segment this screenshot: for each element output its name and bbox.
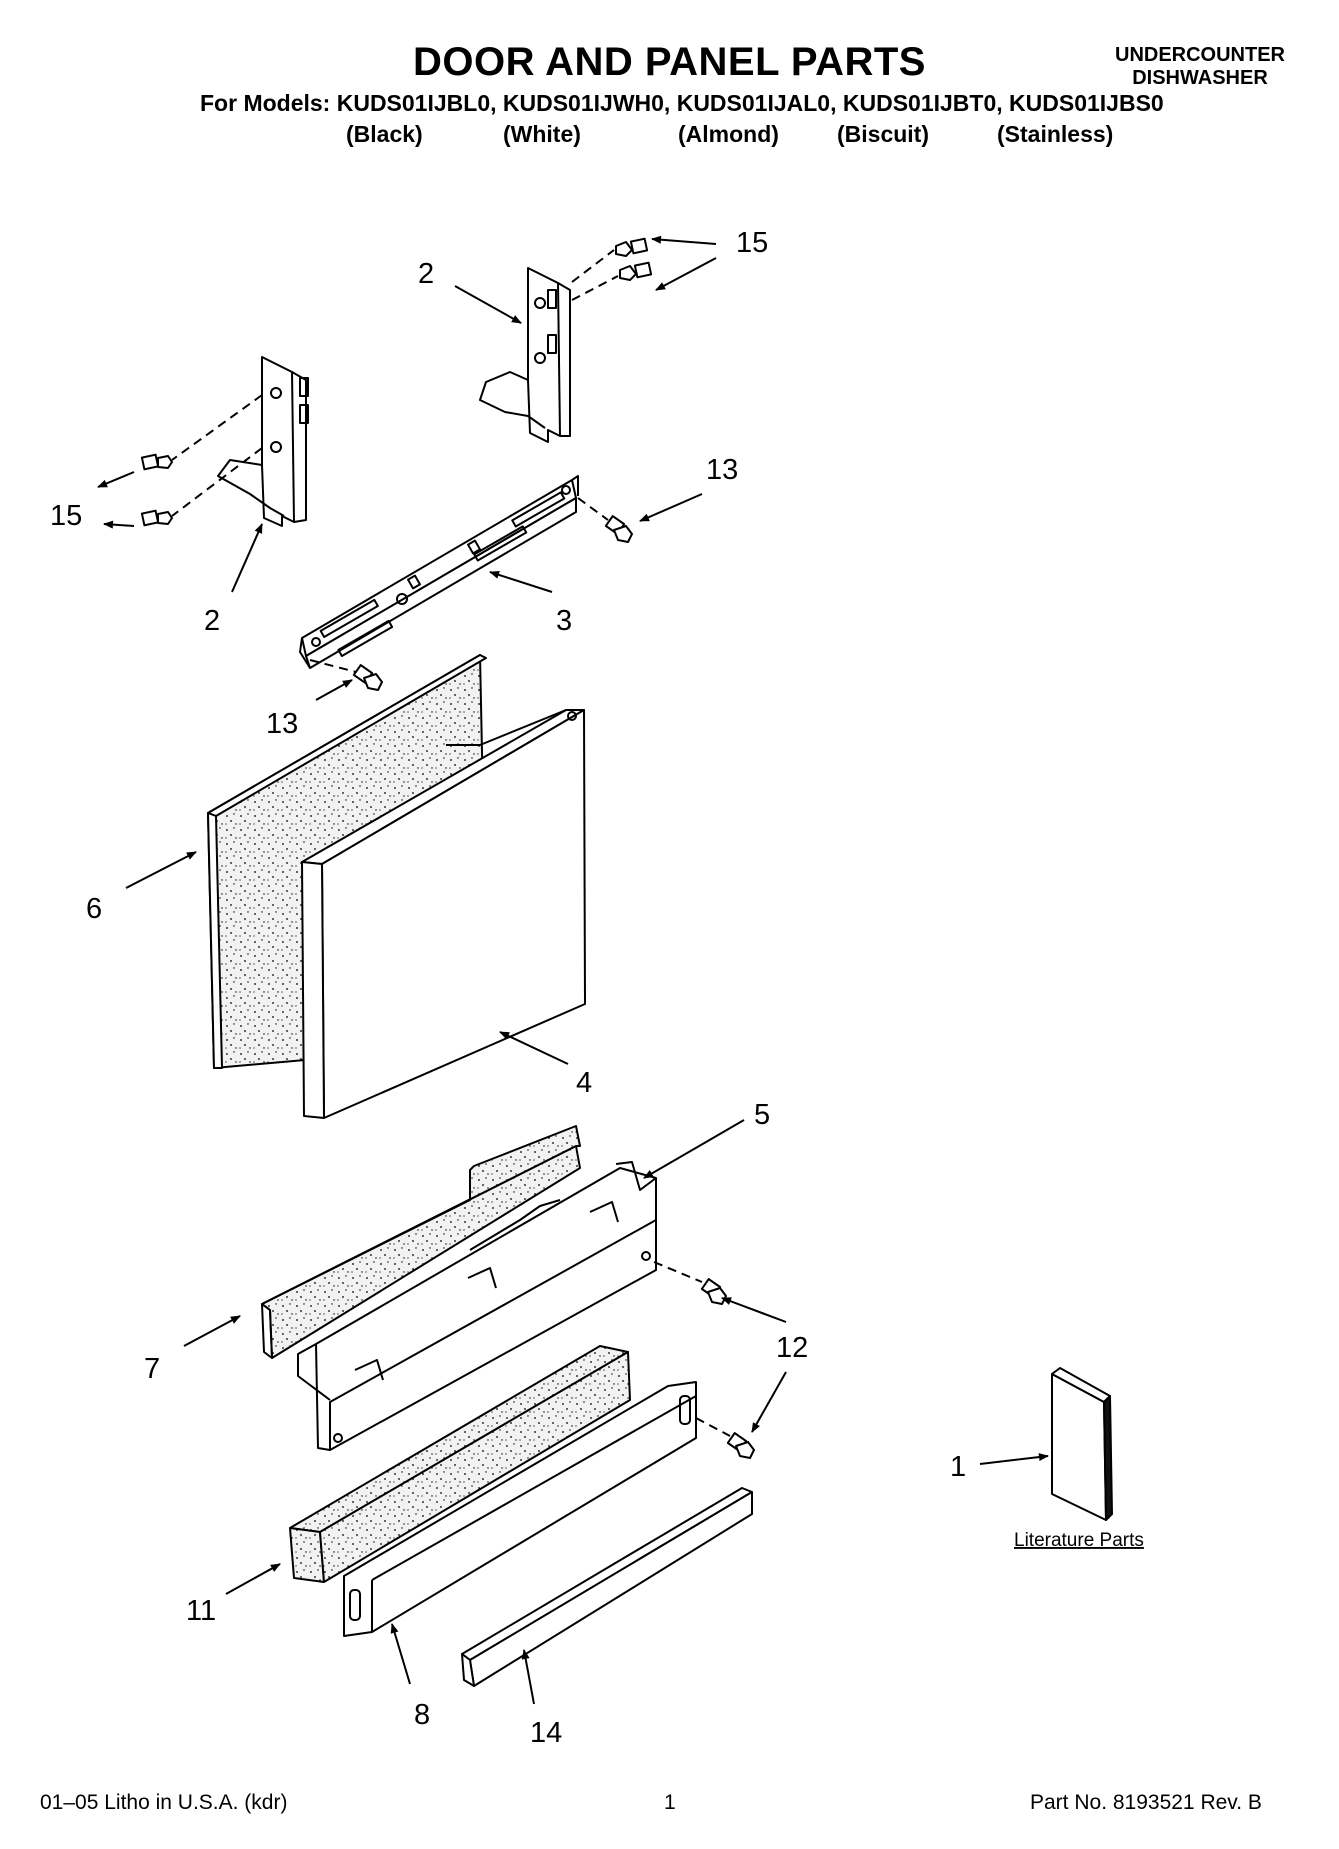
door-brace [299, 475, 579, 669]
kick-plate-insulation [289, 1345, 631, 1583]
leader-15-top-a [651, 235, 717, 245]
footer-page-number: 1 [664, 1791, 676, 1814]
color-almond: (Almond) [678, 121, 779, 147]
screw-13-left [352, 664, 383, 691]
leader-14 [521, 1649, 535, 1705]
toe-panel-insulation [261, 1125, 581, 1359]
callout-13-right: 13 [706, 454, 738, 486]
category-line-1: UNDERCOUNTER [1115, 44, 1285, 66]
callout-5: 5 [754, 1099, 770, 1131]
brace-screw-guides [309, 497, 609, 673]
leader-13-right [639, 493, 703, 522]
category-line-2: DISHWASHER [1132, 67, 1268, 89]
screw-13-right [604, 515, 633, 543]
callout-2-left: 2 [204, 605, 220, 637]
leader-15-left-a [97, 471, 135, 488]
leader-12-a [721, 1297, 787, 1323]
hinge-bracket-right [479, 267, 571, 443]
leader-5 [643, 1119, 745, 1179]
color-stainless: (Stainless) [997, 121, 1114, 147]
callout-2-top: 2 [418, 258, 434, 290]
outer-door-panel [301, 709, 586, 1119]
screw-12-lower [726, 1432, 755, 1459]
leader-7 [183, 1315, 241, 1347]
leader-8 [390, 1623, 411, 1685]
callout-15-left: 15 [50, 500, 82, 532]
page-title: DOOR AND PANEL PARTS [413, 40, 926, 84]
leader-2-top [454, 285, 522, 324]
callout-1: 1 [950, 1451, 966, 1483]
footer-part-number: Part No. 8193521 Rev. B [1030, 1791, 1262, 1814]
screw-12-upper [700, 1278, 727, 1305]
hinge-screw-guides [171, 249, 619, 517]
leader-6 [125, 851, 197, 889]
callout-14: 14 [530, 1717, 562, 1749]
kick-screw-guide [695, 1417, 731, 1437]
callout-4: 4 [576, 1067, 592, 1099]
footer-litho: 01–05 Litho in U.S.A. (kdr) [40, 1791, 288, 1814]
callout-8: 8 [414, 1699, 430, 1731]
callout-7: 7 [144, 1353, 160, 1385]
literature-booklet [1051, 1367, 1113, 1521]
screw-15-left-b [140, 509, 173, 527]
product-category: UNDERCOUNTER DISHWASHER [1090, 44, 1310, 90]
toe-screw-guide [653, 1261, 703, 1283]
leader-3 [489, 570, 553, 593]
leader-arrows [97, 235, 1049, 1705]
leader-15-left-b [103, 520, 135, 529]
leader-11 [225, 1563, 281, 1595]
leader-1 [979, 1453, 1049, 1465]
leader-13-left [315, 679, 353, 701]
color-black: (Black) [346, 121, 423, 147]
color-biscuit: (Biscuit) [837, 121, 929, 147]
kick-trim [461, 1487, 753, 1687]
callout-6: 6 [86, 893, 102, 925]
callout-12: 12 [776, 1332, 808, 1364]
literature-parts-label: Literature Parts [1014, 1530, 1144, 1551]
hinge-bracket-left [217, 356, 309, 527]
toe-panel [297, 1161, 657, 1451]
leader-2-left [231, 523, 263, 593]
leader-12-b [751, 1371, 787, 1433]
screw-15-top-a [615, 237, 649, 257]
color-white: (White) [503, 121, 581, 147]
leader-15-top-b [655, 257, 717, 291]
callout-11: 11 [186, 1595, 216, 1627]
screw-15-top-b [619, 261, 653, 281]
model-list: For Models: KUDS01IJBL0, KUDS01IJWH0, KU… [200, 90, 1164, 116]
screw-15-left-a [140, 453, 173, 471]
callout-3: 3 [556, 605, 572, 637]
leader-4 [499, 1031, 569, 1065]
kick-plate-bracket [343, 1381, 697, 1637]
callout-15-top: 15 [736, 227, 768, 259]
callout-13-left: 13 [266, 708, 298, 740]
